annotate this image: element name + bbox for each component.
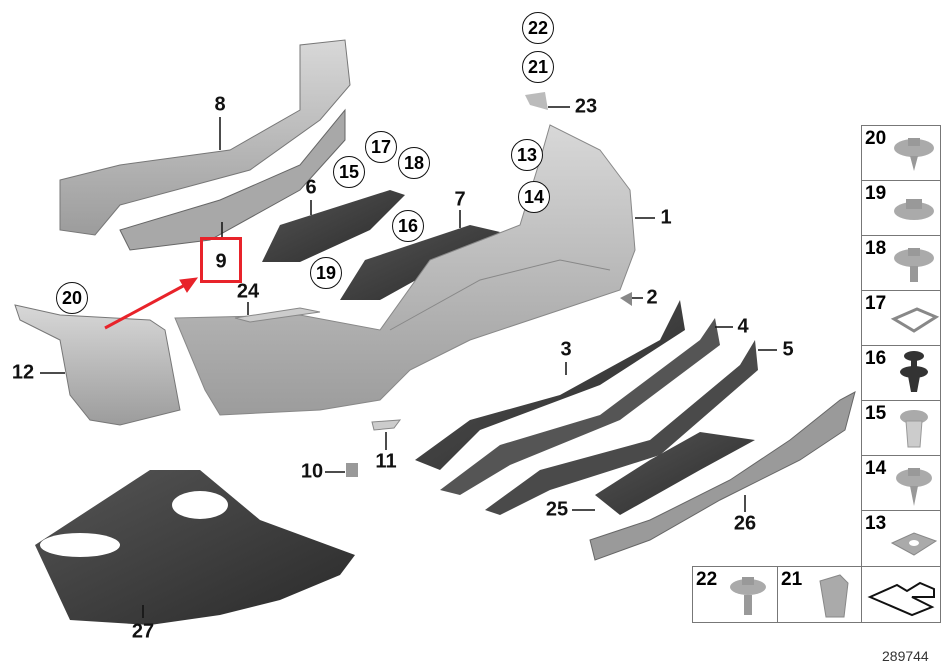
label-24[interactable]: 24 <box>236 280 260 303</box>
part-24-strip <box>234 307 321 323</box>
circled-label-20[interactable]: 20 <box>56 282 88 314</box>
hex-nut-collar-icon <box>894 199 934 220</box>
expanding-nut-icon <box>900 410 928 448</box>
legend-cell-14[interactable]: 14 <box>861 455 941 511</box>
part-8-carrier <box>59 39 351 236</box>
part-9-bracket <box>119 108 346 251</box>
legend-number: 17 <box>865 293 887 314</box>
circled-label-13[interactable]: 13 <box>511 139 543 171</box>
legend-cell-18[interactable]: 18 <box>861 235 941 291</box>
direction-arrow-icon <box>867 581 935 617</box>
part-25-panel <box>595 432 755 515</box>
part-27-underbody <box>35 470 355 625</box>
highlight-box <box>200 237 242 283</box>
legend-cell-16[interactable]: 16 <box>861 345 941 401</box>
legend-number: 21 <box>781 569 803 590</box>
plastic-rivet-icon <box>900 351 928 392</box>
legend-number: 13 <box>865 513 887 534</box>
label-6[interactable]: 6 <box>305 176 317 199</box>
label-1[interactable]: 1 <box>660 206 672 229</box>
label-26[interactable]: 26 <box>733 512 757 535</box>
legend-cell-20[interactable]: 20 <box>861 125 941 181</box>
legend-cell-15[interactable]: 15 <box>861 400 941 456</box>
hex-screw-washer-icon <box>896 468 932 506</box>
label-25[interactable]: 25 <box>545 498 569 521</box>
leader-lines <box>40 106 777 618</box>
legend-cell-direction[interactable] <box>861 566 941 623</box>
legend-number: 15 <box>865 403 887 424</box>
circled-label-21[interactable]: 21 <box>522 51 554 83</box>
circled-label-22[interactable]: 22 <box>522 12 554 44</box>
legend-cell-21[interactable]: 21 <box>777 566 862 623</box>
circled-label-14[interactable]: 14 <box>518 181 550 213</box>
part-12-bracket <box>14 304 181 426</box>
label-7[interactable]: 7 <box>454 188 466 211</box>
legend-number: 18 <box>865 238 887 259</box>
legend-cell-22[interactable]: 22 <box>692 566 778 623</box>
legend-number: 19 <box>865 183 887 204</box>
clip-nut-icon <box>890 532 938 556</box>
circled-label-18[interactable]: 18 <box>398 147 430 179</box>
part-11-reflector <box>371 419 402 431</box>
legend-cell-13[interactable]: 13 <box>861 510 941 567</box>
label-23[interactable]: 23 <box>574 95 598 118</box>
label-12[interactable]: 12 <box>11 361 35 384</box>
label-4[interactable]: 4 <box>737 315 749 338</box>
hex-bolt-washer-icon <box>894 248 934 282</box>
circled-label-17[interactable]: 17 <box>365 131 397 163</box>
label-27[interactable]: 27 <box>131 620 155 643</box>
hex-bolt-icon <box>730 577 766 615</box>
square-nut-clip-icon <box>819 574 849 618</box>
spring-clip-icon <box>890 307 940 333</box>
label-11[interactable]: 11 <box>375 450 397 473</box>
legend-number: 22 <box>696 569 718 590</box>
reference-number: 289744 <box>882 648 929 664</box>
part-5-strip <box>485 340 758 515</box>
legend-number: 16 <box>865 348 887 369</box>
circled-label-16[interactable]: 16 <box>392 210 424 242</box>
part-6-panel <box>262 190 405 262</box>
part-2-clip <box>620 292 632 306</box>
circled-label-19[interactable]: 19 <box>310 257 342 289</box>
part-10-clip <box>346 463 358 477</box>
legend-number: 20 <box>865 128 887 149</box>
legend-cell-19[interactable]: 19 <box>861 180 941 236</box>
part-4-strip <box>440 318 720 495</box>
screw-collar-icon <box>894 138 934 171</box>
label-9[interactable]: 9 <box>215 250 227 273</box>
part-26-trim <box>589 391 856 561</box>
label-5[interactable]: 5 <box>782 338 794 361</box>
part-7-panel <box>340 225 500 300</box>
circled-label-15[interactable]: 15 <box>333 156 365 188</box>
label-2[interactable]: 2 <box>646 286 658 309</box>
part-1-bumper <box>174 124 636 416</box>
label-8[interactable]: 8 <box>214 93 226 116</box>
label-3[interactable]: 3 <box>560 338 572 361</box>
label-10[interactable]: 10 <box>300 460 324 483</box>
part-23-seal <box>525 92 548 110</box>
legend-cell-17[interactable]: 17 <box>861 290 941 346</box>
highlight-arrow <box>104 277 199 330</box>
part-3-strip <box>415 300 685 470</box>
legend-number: 14 <box>865 458 887 479</box>
